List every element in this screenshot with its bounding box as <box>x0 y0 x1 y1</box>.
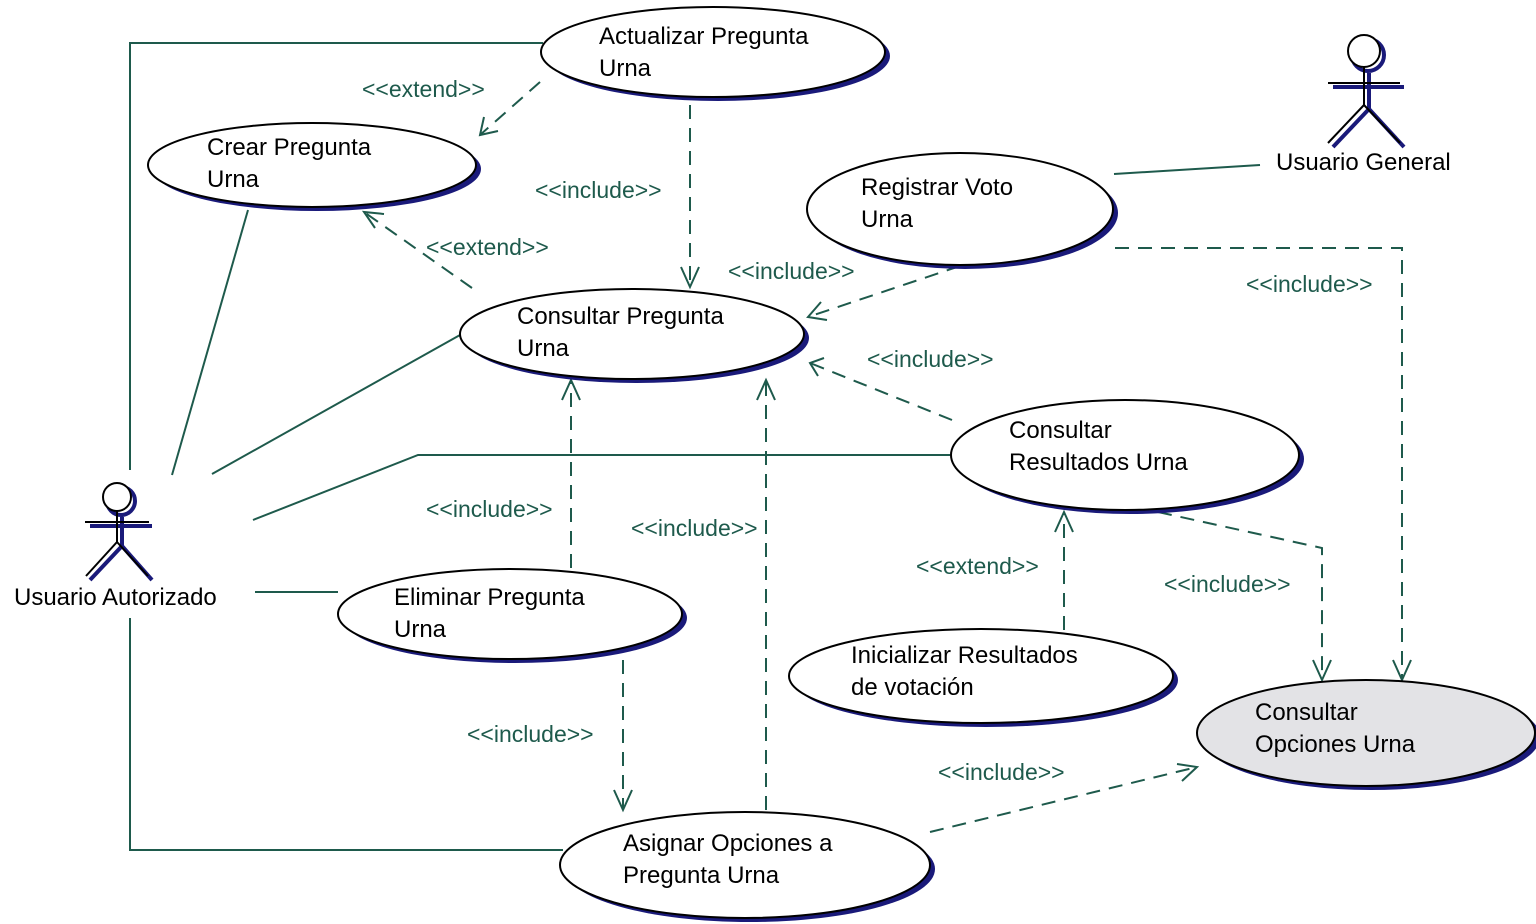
use-case-asignar[interactable]: Asignar Opciones a Pregunta Urna <box>559 811 935 922</box>
use-case-consultar-pregunta[interactable]: Consultar Pregunta Urna <box>459 288 809 383</box>
use-case-label-line1: Crear Pregunta <box>207 134 372 161</box>
arrowhead-consultar-include-d <box>561 377 581 401</box>
use-case-actualizar[interactable]: Actualizar Pregunta Urna <box>540 6 890 101</box>
use-case-label-line2: Urna <box>861 206 914 233</box>
stereotype-label: <<extend>> <box>916 553 1039 579</box>
assoc-autorizado-asignar <box>129 618 563 851</box>
stereotype-label: <<include>> <box>467 721 594 747</box>
actor-usuario-autorizado[interactable]: Usuario Autorizado <box>14 482 217 611</box>
dep-registrar-opciones <box>1115 247 1403 680</box>
assoc-autorizado-consultar-resultados <box>252 454 950 521</box>
use-case-ellipse <box>337 568 683 660</box>
use-case-ellipse <box>950 399 1300 511</box>
assoc-autorizado-consultar-pregunta <box>211 334 461 475</box>
use-case-label-line2: Urna <box>517 335 570 362</box>
use-case-ellipse <box>147 122 477 208</box>
actor-label: Usuario Autorizado <box>14 584 217 611</box>
actor-icon <box>85 482 154 582</box>
use-case-label-line1: Registrar Voto <box>861 174 1013 201</box>
use-case-inicializar[interactable]: Inicializar Resultados de votación <box>788 628 1178 727</box>
stereotype-label: <<include>> <box>938 759 1065 785</box>
use-case-label-line2: Urna <box>207 166 260 193</box>
use-case-label-line1: Asignar Opciones a <box>623 830 833 857</box>
arrowhead-consultar-include-b <box>806 301 828 321</box>
arrowhead-resultados-extend <box>1054 509 1074 533</box>
use-case-ellipse <box>559 811 931 919</box>
use-case-ellipse <box>806 152 1114 266</box>
dep-registrar-consultar <box>807 265 961 318</box>
arrowhead-opciones-include-b <box>1312 659 1332 683</box>
associations <box>129 42 1261 851</box>
stereotype-label: <<include>> <box>1164 571 1291 597</box>
stereotype-label: <<include>> <box>426 496 553 522</box>
stereotype-label: <<include>> <box>867 346 994 372</box>
stereotype-label: <<include>> <box>535 177 662 203</box>
actor-label: Usuario General <box>1276 149 1451 176</box>
use-case-crear[interactable]: Crear Pregunta Urna <box>147 122 481 211</box>
arrowhead-consultar-include-c <box>808 357 825 377</box>
arrowhead-opciones-include-c <box>1176 763 1200 782</box>
use-case-label-line2: Pregunta Urna <box>623 862 780 889</box>
arrowhead-crear-extend-a <box>478 116 499 137</box>
use-case-label-line2: Urna <box>394 616 447 643</box>
stereotype-label: <<extend>> <box>426 234 549 260</box>
use-case-ellipse <box>788 628 1174 724</box>
assoc-autorizado-crear <box>171 209 249 476</box>
use-case-ellipse <box>1196 679 1536 787</box>
use-case-ellipse <box>540 6 886 98</box>
use-case-registrar[interactable]: Registrar Voto Urna <box>806 152 1118 269</box>
arrowhead-opciones-include-a <box>1392 659 1412 683</box>
arrowhead-crear-extend-b <box>361 210 385 229</box>
assoc-general-registrar <box>1113 164 1261 175</box>
dep-resultados-opciones <box>1157 511 1323 680</box>
stereotype-label: <<include>> <box>631 515 758 541</box>
use-case-label-line2: Resultados Urna <box>1009 449 1188 476</box>
use-case-label-line1: Eliminar Pregunta <box>394 584 585 611</box>
stereotype-label: <<extend>> <box>362 76 485 102</box>
use-case-ellipse <box>459 288 805 380</box>
assoc-autorizado-actualizar <box>129 42 543 470</box>
use-case-consultar-resultados[interactable]: Consultar Resultados Urna <box>950 399 1304 514</box>
actor-icon <box>1327 34 1406 149</box>
use-case-label-line1: Consultar <box>1009 417 1112 444</box>
use-case-label-line1: Actualizar Pregunta <box>599 23 809 50</box>
use-case-label-line2: Urna <box>599 55 652 82</box>
actor-usuario-general[interactable]: Usuario General <box>1276 34 1451 176</box>
dependencies <box>361 81 1412 833</box>
use-case-label-line1: Inicializar Resultados <box>851 642 1078 669</box>
arrowhead-consultar-include-e <box>756 377 776 401</box>
use-case-label-line1: Consultar Pregunta <box>517 303 724 330</box>
stereotype-label: <<include>> <box>728 258 855 284</box>
use-case-consultar-opciones[interactable]: Consultar Opciones Urna <box>1196 679 1536 790</box>
arrowhead-asignar-include <box>613 789 633 813</box>
dep-resultados-consultar <box>809 362 953 421</box>
arrowhead-consultar-include-a <box>680 266 700 290</box>
dep-actualizar-crear <box>479 81 541 136</box>
use-case-label-line2: Opciones Urna <box>1255 731 1416 758</box>
use-case-label-line1: Consultar <box>1255 699 1358 726</box>
stereotype-label: <<include>> <box>1246 271 1373 297</box>
stereotype-labels: <<extend>> <<include>> <<extend>> <<incl… <box>362 76 1373 785</box>
use-case-eliminar[interactable]: Eliminar Pregunta Urna <box>337 568 687 663</box>
use-case-label-line2: de votación <box>851 674 974 701</box>
